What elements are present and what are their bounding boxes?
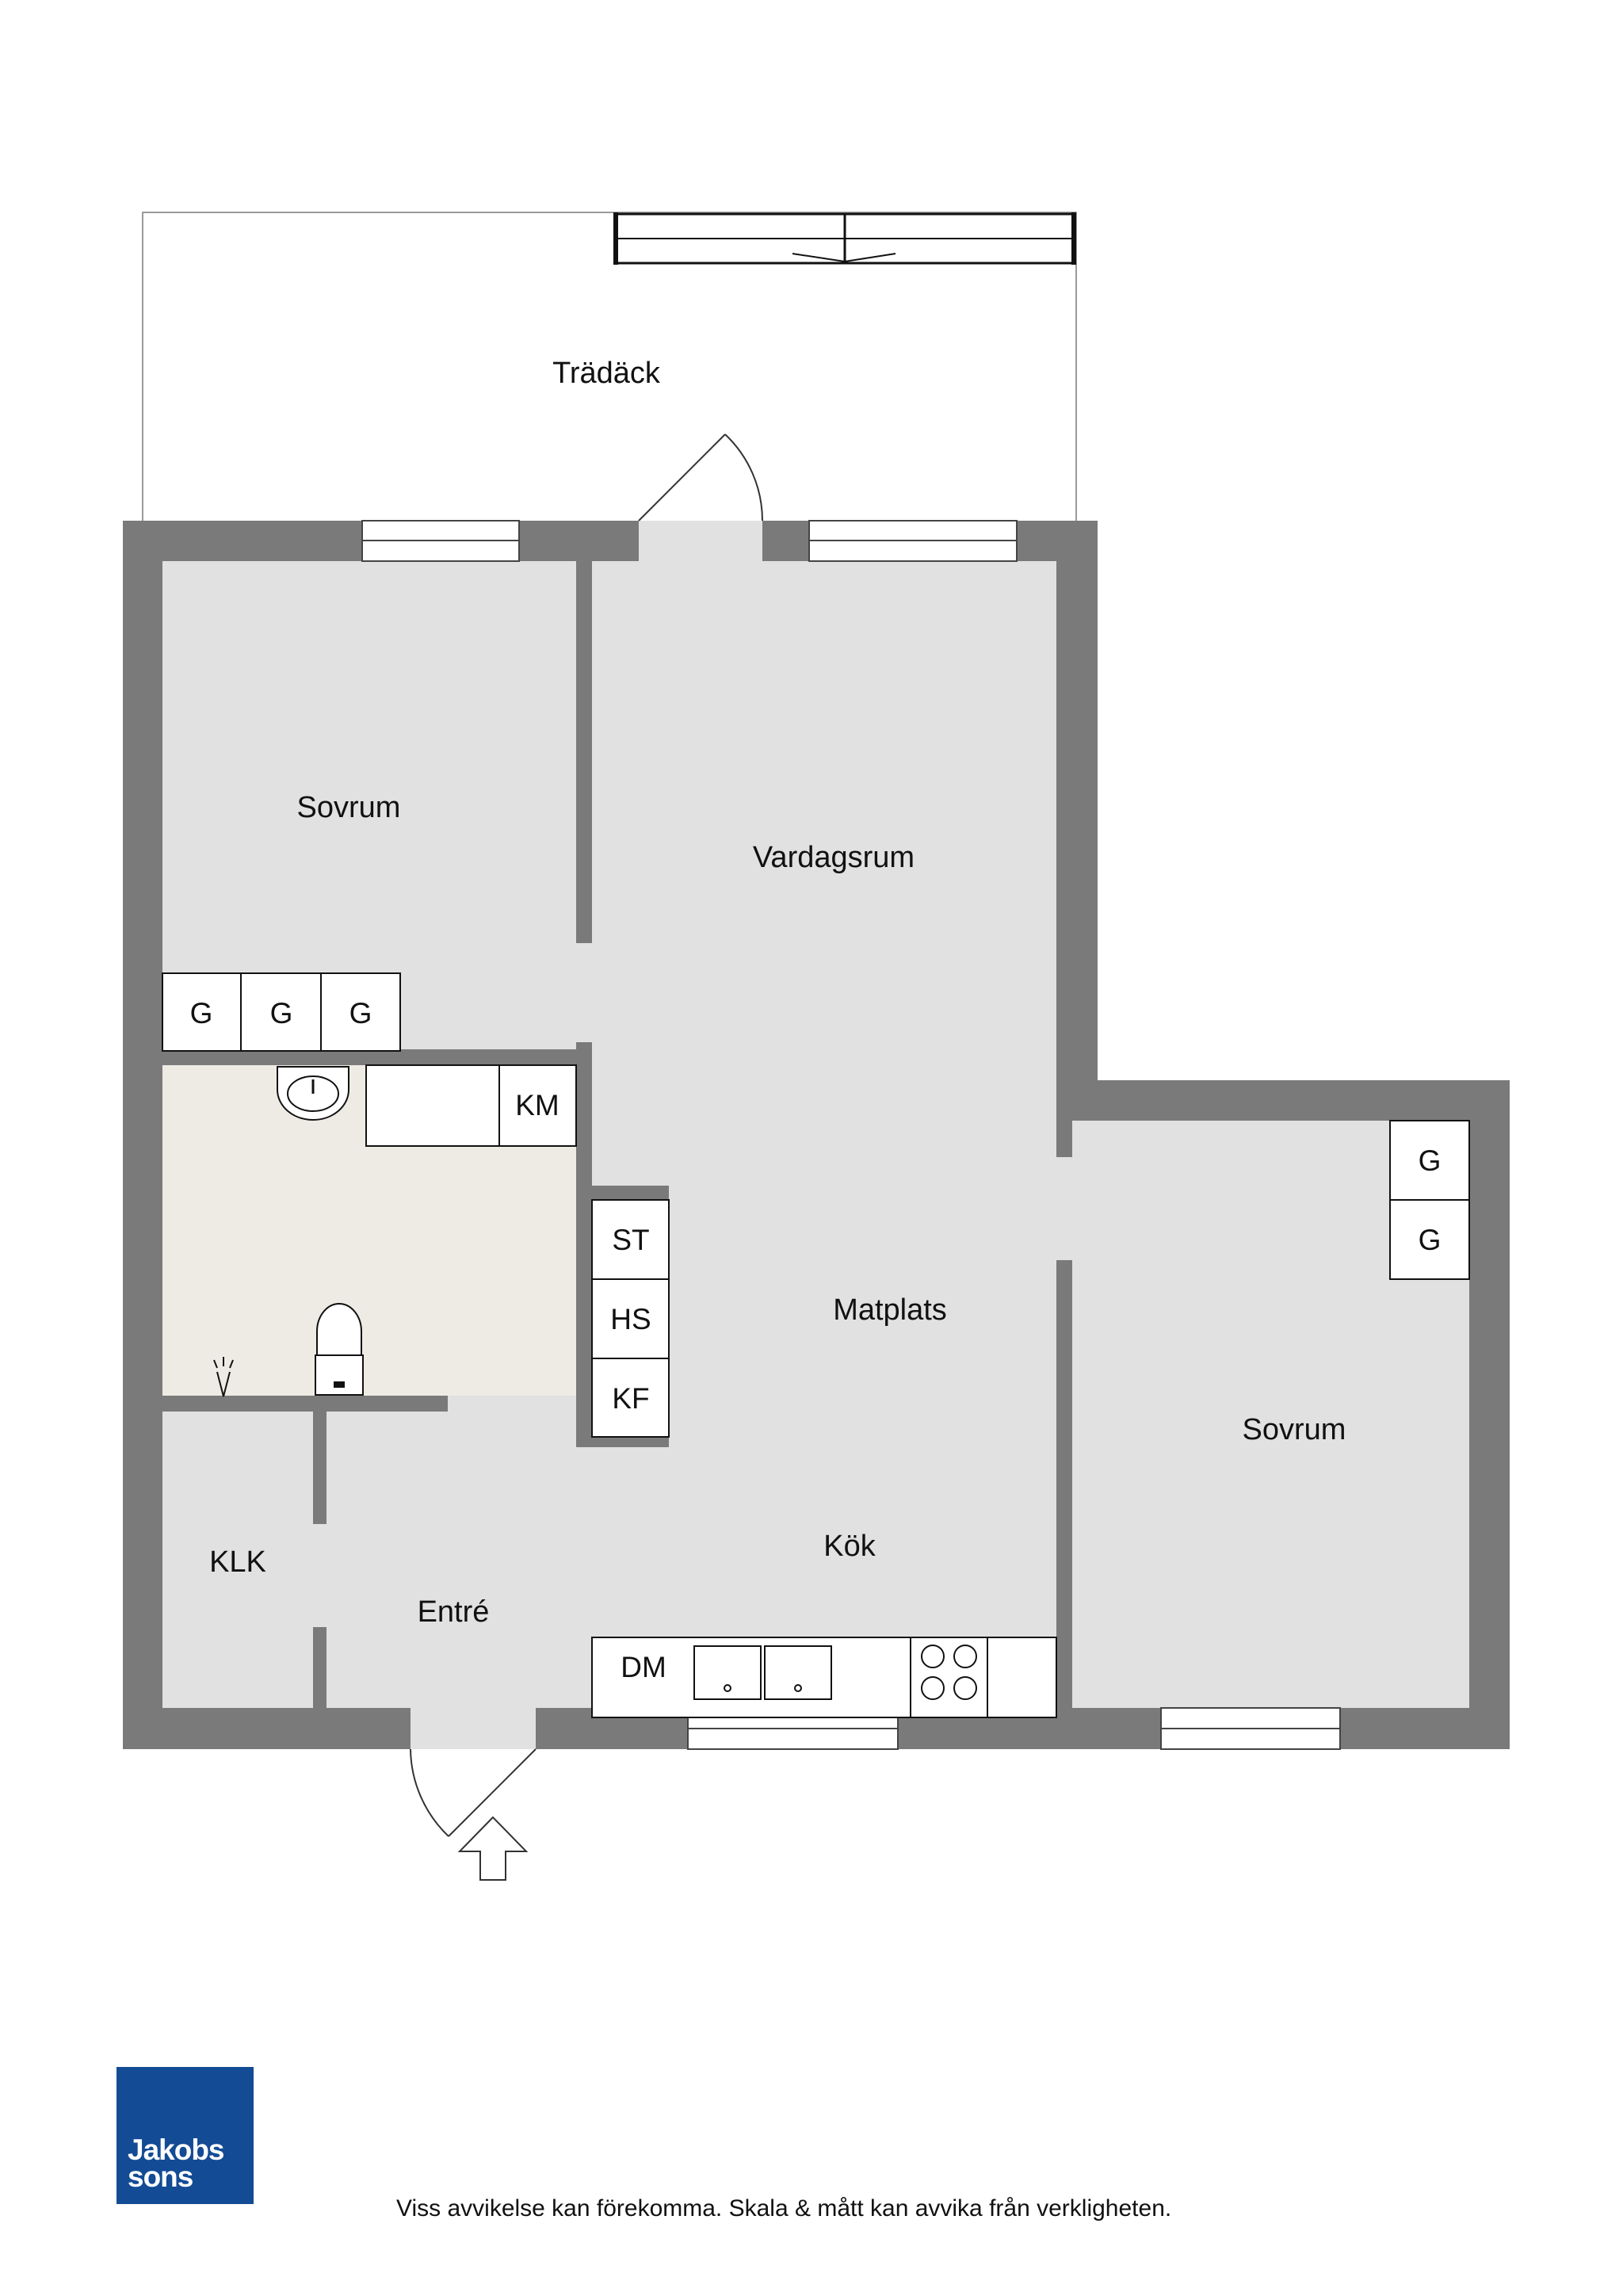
floor-drain-icon — [213, 1357, 234, 1397]
toilet-icon — [316, 1303, 362, 1356]
footer-disclaimer: Viss avvikelse kan förekomma. Skala & må… — [396, 2195, 1172, 2222]
logo-line1: Jakobs — [128, 2134, 225, 2166]
wardrobe-label: G — [349, 997, 372, 1030]
kitchen-counter: DM — [591, 1637, 1057, 1718]
st-label: ST — [612, 1224, 649, 1256]
wardrobe-label: G — [190, 997, 213, 1030]
door-swings — [410, 434, 763, 1837]
washing-machine-label: KM — [515, 1089, 559, 1121]
room-label-kok: Kök — [823, 1530, 876, 1563]
room-label-klk: KLK — [209, 1545, 266, 1579]
wardrobe-label: G — [1419, 1144, 1442, 1177]
bathroom-fixtures: KM — [213, 1064, 577, 1397]
room-labels: Trädäck Sovrum Vardagsrum Matplats Kök E… — [209, 357, 1346, 1629]
room-label-tradack: Trädäck — [552, 357, 661, 390]
room-label-sovrum-right: Sovrum — [1243, 1413, 1346, 1446]
entrance-arrow-icon — [457, 1816, 529, 1881]
stove-icon — [921, 1645, 977, 1700]
room-label-entre: Entré — [418, 1595, 490, 1629]
room-label-matplats: Matplats — [833, 1293, 947, 1327]
wardrobe-label: G — [270, 997, 293, 1030]
company-logo: Jakobs sons — [116, 2067, 254, 2204]
door-openings — [313, 521, 1072, 1749]
wardrobes-left: G G G — [162, 972, 401, 1052]
room-floors — [162, 561, 1469, 1708]
hs-label: HS — [610, 1303, 651, 1335]
kitchen-appliance-column: ST HS KF — [591, 1199, 670, 1438]
wardrobes-right: G G — [1389, 1120, 1470, 1280]
room-label-vardagsrum: Vardagsrum — [753, 841, 915, 874]
logo-line2: sons — [128, 2160, 193, 2193]
dishwasher-label: DM — [621, 1651, 666, 1683]
deck — [142, 212, 1077, 521]
wardrobe-label: G — [1419, 1224, 1442, 1256]
kf-label: KF — [612, 1382, 649, 1415]
sink-icon — [693, 1645, 762, 1700]
room-label-sovrum-left: Sovrum — [297, 791, 401, 824]
